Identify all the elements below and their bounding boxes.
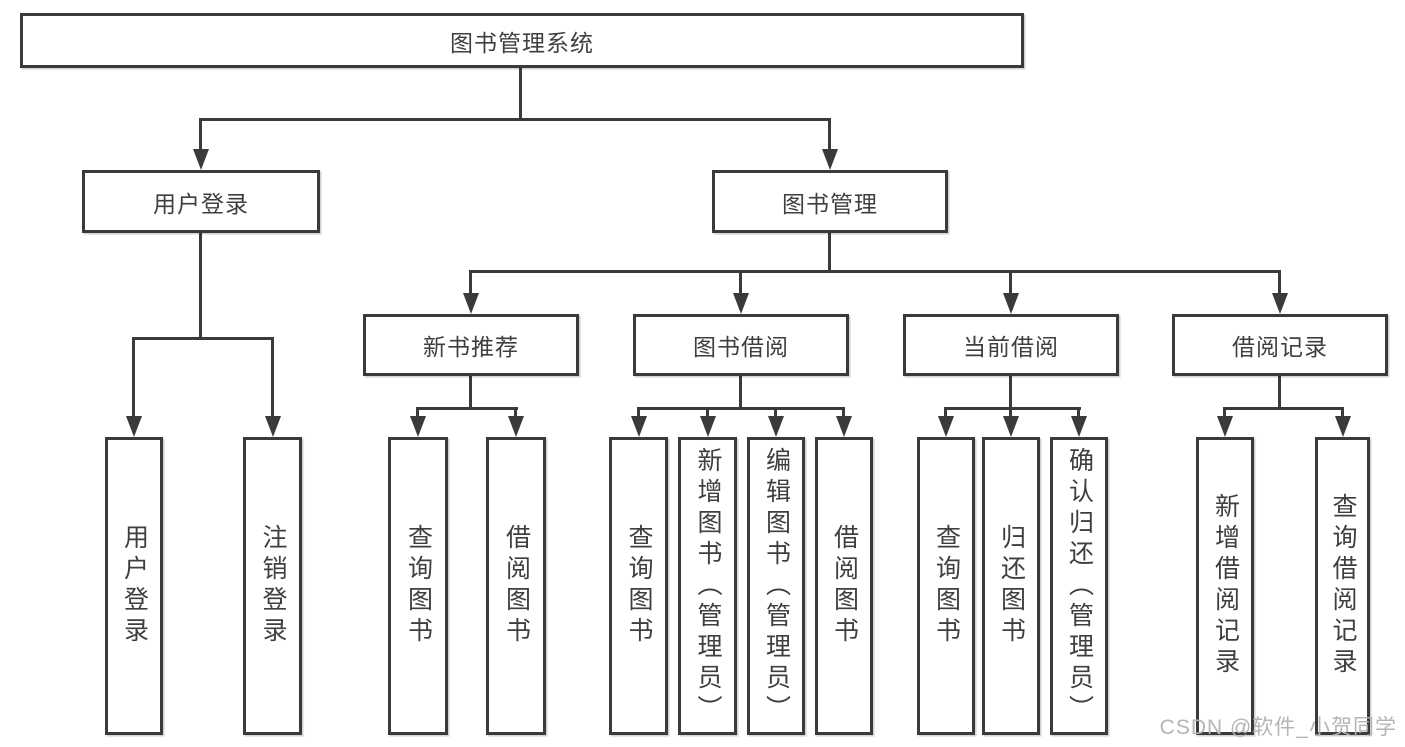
leaf-query-books-recommend: 查询图书: [388, 437, 448, 735]
connector-drop-borrow-records: [1278, 270, 1281, 295]
leaf-label: 新增借阅记录: [1211, 493, 1240, 679]
node-new-book-recommend: 新书推荐: [363, 314, 579, 376]
connector-book-management-stem: [828, 233, 831, 270]
connector-root-stem: [519, 68, 522, 118]
arrow-down-icon: [193, 149, 209, 170]
connector-borrow-records-bar: [1223, 407, 1344, 410]
leaf-label: 新增图书（管理员）: [694, 446, 722, 726]
connector-drop-leaf: [1009, 407, 1012, 418]
connector-root-bar: [199, 118, 831, 121]
leaf-user-login: 用户登录: [105, 437, 163, 735]
node-book-borrowing: 图书借阅: [633, 314, 849, 376]
connector-drop-new-book: [469, 270, 472, 295]
node-label: 图书管理系统: [450, 29, 594, 56]
connector-current-borrow-bar: [944, 407, 1081, 410]
arrow-down-icon: [631, 416, 647, 437]
connector-drop-leaf: [1077, 407, 1080, 418]
connector-user-login-bar: [132, 337, 274, 340]
connector-drop-leaf: [271, 337, 274, 418]
arrow-down-icon: [463, 293, 479, 314]
arrow-down-icon: [1217, 416, 1233, 437]
leaf-edit-books-admin: 编辑图书（管理员）: [747, 437, 805, 735]
arrow-down-icon: [1071, 416, 1087, 437]
leaf-label: 查询借阅记录: [1329, 493, 1357, 679]
leaf-label: 确认归还（管理员）: [1065, 446, 1094, 726]
leaf-label: 编辑图书（管理员）: [762, 446, 791, 726]
connector-drop-book-borrow: [739, 270, 742, 295]
connector-current-borrow-stem: [1009, 376, 1012, 407]
node-label: 当前借阅: [963, 334, 1059, 360]
arrow-down-icon: [700, 416, 716, 437]
arrow-down-icon: [1003, 293, 1019, 314]
leaf-borrow-books: 借阅图书: [815, 437, 873, 735]
leaf-label: 归还图书: [997, 524, 1026, 648]
arrow-down-icon: [1272, 293, 1288, 314]
connector-drop-leaf: [706, 407, 709, 418]
connector-new-book-stem: [469, 376, 472, 407]
arrow-down-icon: [822, 149, 838, 170]
leaf-query-books-current: 查询图书: [917, 437, 975, 735]
connector-drop-leaf: [514, 407, 517, 418]
leaf-label: 借阅图书: [502, 524, 531, 648]
arrow-down-icon: [126, 416, 142, 437]
node-label: 借阅记录: [1232, 334, 1328, 360]
node-current-borrowing: 当前借阅: [903, 314, 1119, 376]
arrow-down-icon: [768, 416, 784, 437]
watermark-text: CSDN @软件_小贺同学: [1159, 716, 1397, 739]
connector-book-borrow-stem: [739, 376, 742, 407]
connector-drop-leaf: [132, 337, 135, 418]
connector-drop-current-borrow: [1009, 270, 1012, 295]
connector-drop-leaf: [416, 407, 419, 418]
node-label: 用户登录: [153, 190, 249, 217]
connector-drop-user-login: [199, 118, 202, 151]
leaf-query-books-borrow: 查询图书: [609, 437, 668, 735]
leaf-label: 用户登录: [120, 524, 149, 648]
connector-drop-book-management: [828, 118, 831, 151]
connector-drop-leaf: [637, 407, 640, 418]
leaf-return-books: 归还图书: [982, 437, 1040, 735]
arrow-down-icon: [836, 416, 852, 437]
node-label: 图书管理: [782, 190, 878, 217]
arrow-down-icon: [1003, 416, 1019, 437]
connector-drop-leaf: [1223, 407, 1226, 418]
connector-drop-leaf: [774, 407, 777, 418]
connector-book-borrow-bar: [637, 407, 845, 410]
leaf-add-borrow-record: 新增借阅记录: [1196, 437, 1254, 735]
node-book-management: 图书管理: [712, 170, 948, 233]
leaf-label: 借阅图书: [830, 524, 859, 648]
node-label: 新书推荐: [423, 334, 519, 360]
leaf-add-books-admin: 新增图书（管理员）: [678, 437, 737, 735]
node-user-login: 用户登录: [82, 170, 320, 233]
connector-book-management-bar: [469, 270, 1281, 273]
arrow-down-icon: [265, 416, 281, 437]
arrow-down-icon: [410, 416, 426, 437]
leaf-borrow-books-recommend: 借阅图书: [486, 437, 546, 735]
connector-user-login-stem: [199, 233, 202, 337]
node-label: 图书借阅: [693, 334, 789, 360]
node-library-management-system: 图书管理系统: [20, 13, 1024, 68]
connector-new-book-bar: [416, 407, 518, 410]
leaf-label: 查询图书: [625, 524, 653, 648]
leaf-confirm-return-admin: 确认归还（管理员）: [1050, 437, 1108, 735]
arrow-down-icon: [733, 293, 749, 314]
leaf-label: 查询图书: [404, 524, 433, 648]
leaf-label: 注销登录: [259, 524, 287, 648]
connector-borrow-records-stem: [1278, 376, 1281, 407]
leaf-query-borrow-record: 查询借阅记录: [1315, 437, 1370, 735]
leaf-logout: 注销登录: [243, 437, 302, 735]
connector-drop-leaf: [842, 407, 845, 418]
connector-drop-leaf: [944, 407, 947, 418]
arrow-down-icon: [1335, 416, 1351, 437]
arrow-down-icon: [938, 416, 954, 437]
arrow-down-icon: [508, 416, 524, 437]
node-borrowing-records: 借阅记录: [1172, 314, 1388, 376]
leaf-label: 查询图书: [932, 524, 961, 648]
connector-drop-leaf: [1341, 407, 1344, 418]
